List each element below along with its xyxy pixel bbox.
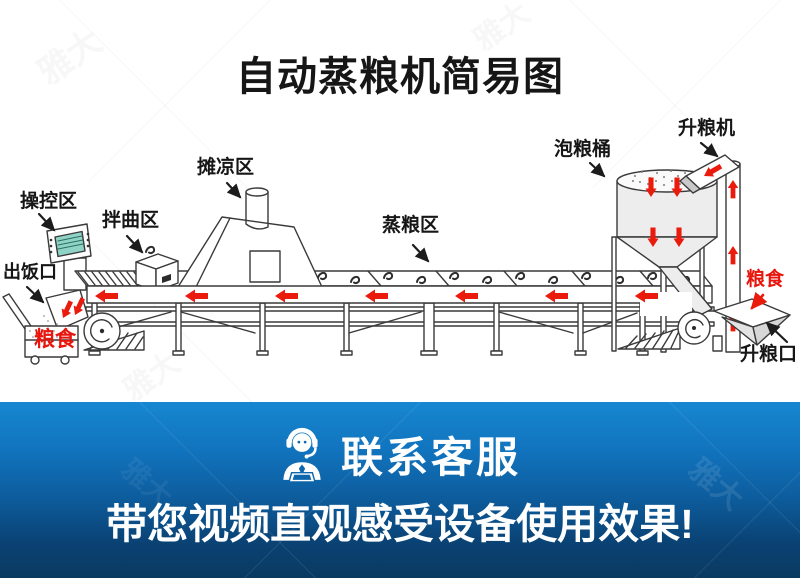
right-drum (617, 289, 711, 350)
left-drum (83, 312, 145, 351)
conveyor-frame (85, 302, 715, 356)
label-grain-out: 粮食 (34, 328, 76, 351)
contact-row: 联系客服 (0, 424, 800, 484)
mixing-box (135, 245, 179, 292)
page-title: 自动蒸粮机简易图 (236, 55, 564, 99)
machine-diagram (2, 141, 791, 365)
label-rice-outlet: 出饭口 (3, 262, 57, 282)
label-mixing-area: 拌曲区 (102, 210, 160, 231)
label-cooling-area: 摊凉区 (197, 157, 255, 178)
conveyor-belt (86, 285, 713, 304)
contact-banner[interactable]: 雅大 雅大 联系客服 带您视频直观感受设备使用效果! (0, 402, 800, 578)
grain-cart (2, 293, 79, 365)
control-panel (46, 223, 92, 291)
lifter-pipe (679, 154, 741, 353)
grain-in-arrow (750, 291, 768, 310)
label-pointer-arrows (25, 141, 789, 344)
headset-icon (283, 427, 321, 482)
banner-subtitle: 带您视频直观感受设备使用效果! (106, 501, 694, 547)
label-grain-lifter: 升粮机 (678, 118, 736, 139)
soaking-bucket (611, 169, 718, 353)
contact-label: 联系客服 (340, 433, 521, 481)
label-steaming-area: 蒸粮区 (382, 215, 440, 236)
label-grain-in: 粮食 (746, 269, 785, 290)
label-soaking-bucket: 泡粮桶 (554, 139, 612, 160)
label-control-area: 操控区 (20, 191, 78, 212)
cooling-hood (177, 187, 323, 288)
label-lift-port: 升粮口 (740, 344, 798, 365)
